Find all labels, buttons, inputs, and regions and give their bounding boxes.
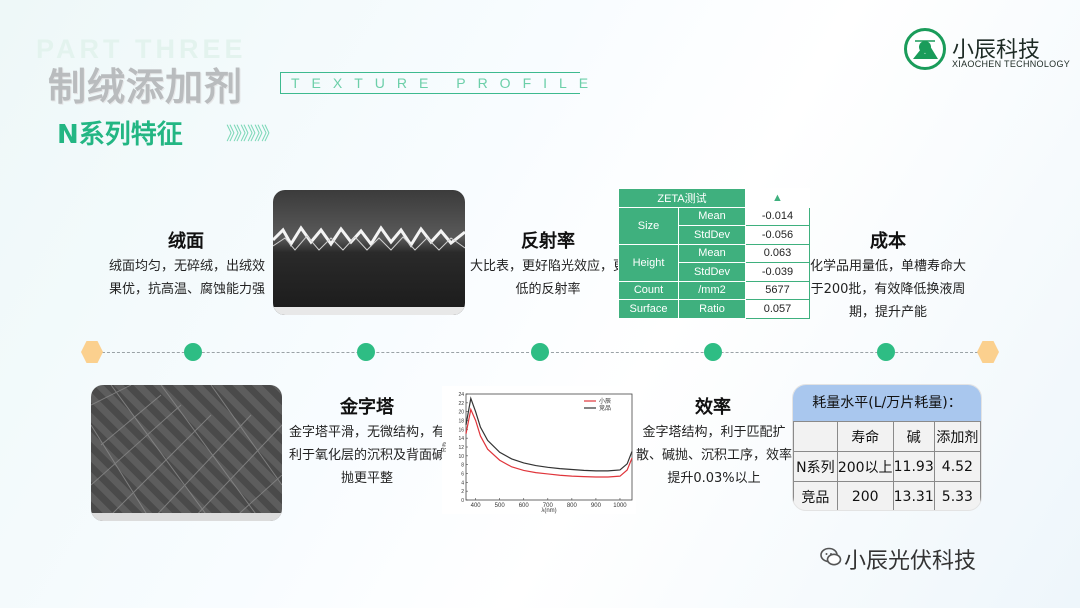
- zeta-value: -0.039: [745, 262, 810, 282]
- y-tick-label: 20: [458, 410, 464, 416]
- x-tick-label: 400: [471, 503, 482, 509]
- y-tick-label: 2: [461, 489, 464, 495]
- sem-cross-section-image: [273, 190, 465, 315]
- y-tick-label: 0: [461, 498, 464, 504]
- x-tick-label: 900: [591, 503, 602, 509]
- y-tick-label: 24: [458, 392, 464, 398]
- feature-pyramid-title: 金字塔: [340, 397, 394, 418]
- feature-texture-title: 绒面: [168, 231, 204, 252]
- chevron-decoration-icon: 》》》》》》: [226, 124, 279, 145]
- consumption-cell: 竞品: [793, 481, 838, 510]
- consumption-cell: 13.31: [892, 481, 935, 510]
- consumption-cell: 4.52: [933, 451, 981, 482]
- feature-cost-desc: 化学品用量低，单槽寿命大于200批，有效降低换液周期，提升产能: [810, 259, 967, 320]
- consumption-cell: N系列: [793, 451, 838, 482]
- feature-reflectivity-desc: 大比表，更好陷光效应，更低的反射率: [470, 259, 627, 297]
- consumption-title: 耗量水平(L/万片耗量)：: [793, 385, 981, 421]
- consumption-col-header: 碱: [892, 421, 935, 452]
- series-line: [465, 407, 633, 478]
- y-tick-label: 4: [461, 480, 464, 486]
- feature-texture-desc: 绒面均匀，无碎绒，出绒效果优，抗高温、腐蚀能力强: [108, 259, 265, 297]
- sem-pyramid-top-image: [91, 385, 282, 521]
- zeta-group-height: Height: [618, 243, 679, 282]
- zeta-value: 5677: [745, 280, 810, 300]
- zeta-label: Ratio: [678, 299, 746, 319]
- y-axis-label: R%: [442, 442, 448, 452]
- zeta-label: Mean: [678, 206, 746, 226]
- y-tick-label: 18: [458, 419, 464, 425]
- zeta-label: StdDev: [678, 225, 746, 245]
- section-subtitle: N系列特征: [57, 120, 183, 150]
- zeta-value: 0.063: [745, 243, 810, 263]
- english-title: TEXTURE PROFILE: [280, 72, 588, 94]
- zeta-label: StdDev: [678, 262, 746, 282]
- zeta-value: 0.057: [745, 299, 810, 319]
- consumption-col-header: 寿命: [836, 421, 894, 452]
- x-tick-label: 800: [567, 503, 578, 509]
- timeline-dot-icon: [357, 343, 375, 361]
- zeta-group-size: Size: [618, 206, 679, 245]
- consumption-cell: 200以上: [836, 451, 894, 482]
- y-tick-label: 8: [461, 463, 464, 469]
- zeta-header: ZETA测试: [618, 188, 746, 208]
- timeline-dot-icon: [531, 343, 549, 361]
- legend-label: 小辰: [599, 397, 611, 405]
- consumption-cell: 200: [836, 481, 894, 510]
- timeline-hexagon-icon: [81, 341, 103, 363]
- consumption-card: 耗量水平(L/万片耗量)： 寿命 碱 添加剂 N系列 200以上 11.93 4…: [792, 384, 982, 511]
- y-tick-label: 22: [458, 401, 464, 407]
- footer-brand: 小辰光伏科技: [844, 549, 977, 574]
- feature-cost-title: 成本: [870, 231, 906, 252]
- y-tick-label: 6: [461, 472, 464, 478]
- y-tick-label: 16: [458, 427, 464, 433]
- feature-reflectivity-title: 反射率: [521, 231, 575, 252]
- y-tick-label: 12: [458, 445, 464, 451]
- timeline-dot-icon: [704, 343, 722, 361]
- zeta-group-surface: Surface: [618, 299, 679, 319]
- x-tick-label: 700: [543, 503, 554, 509]
- feature-efficiency-desc: 金字塔结构，利于匹配扩散、碱抛、沉积工序，效率提升0.03%以上: [636, 425, 793, 486]
- table-row: N系列 200以上 11.93 4.52: [793, 451, 981, 482]
- timeline-dot-icon: [877, 343, 895, 361]
- zeta-value: -0.056: [745, 225, 810, 245]
- legend-label: 竞品: [599, 404, 611, 412]
- zeta-value: -0.014: [745, 206, 810, 226]
- x-tick-label: 1000: [613, 503, 627, 509]
- consumption-col-header: [793, 421, 838, 452]
- wechat-icon: [820, 546, 842, 568]
- feature-efficiency-title: 效率: [695, 397, 731, 418]
- series-line: [465, 396, 633, 472]
- table-row: 竞品 200 13.31 5.33: [793, 481, 981, 510]
- x-axis-label: λ(nm): [541, 508, 556, 514]
- zeta-arrow-icon: ▲: [745, 188, 810, 208]
- zeta-test-table: ZETA测试 ▲ Size Mean -0.014 StdDev -0.056 …: [618, 188, 810, 319]
- consumption-col-header: 添加剂: [933, 421, 981, 452]
- x-tick-label: 500: [495, 503, 506, 509]
- logo-company-english: XIAOCHEN TECHNOLOGY: [952, 59, 1071, 69]
- page-title: 制绒添加剂: [48, 65, 244, 109]
- zeta-label: Mean: [678, 243, 746, 263]
- y-tick-label: 14: [458, 436, 464, 442]
- consumption-cell: 11.93: [892, 451, 935, 482]
- logo-company-name: 小辰科技: [952, 38, 1041, 63]
- consumption-table: 寿命 碱 添加剂 N系列 200以上 11.93 4.52 竞品 200 13.…: [793, 421, 981, 510]
- feature-pyramid-desc: 金字塔平滑，无微结构，有利于氧化层的沉积及背面碱抛更平整: [288, 425, 445, 486]
- company-logo-icon: [904, 28, 946, 70]
- zeta-label: /mm2: [678, 280, 746, 300]
- ghost-section-label: PART THREE: [36, 34, 247, 64]
- y-tick-label: 10: [458, 454, 464, 460]
- timeline-dot-icon: [184, 343, 202, 361]
- x-tick-label: 600: [519, 503, 530, 509]
- timeline-hexagon-icon: [977, 341, 999, 363]
- consumption-cell: 5.33: [933, 481, 981, 510]
- zeta-group-count: Count: [618, 280, 679, 300]
